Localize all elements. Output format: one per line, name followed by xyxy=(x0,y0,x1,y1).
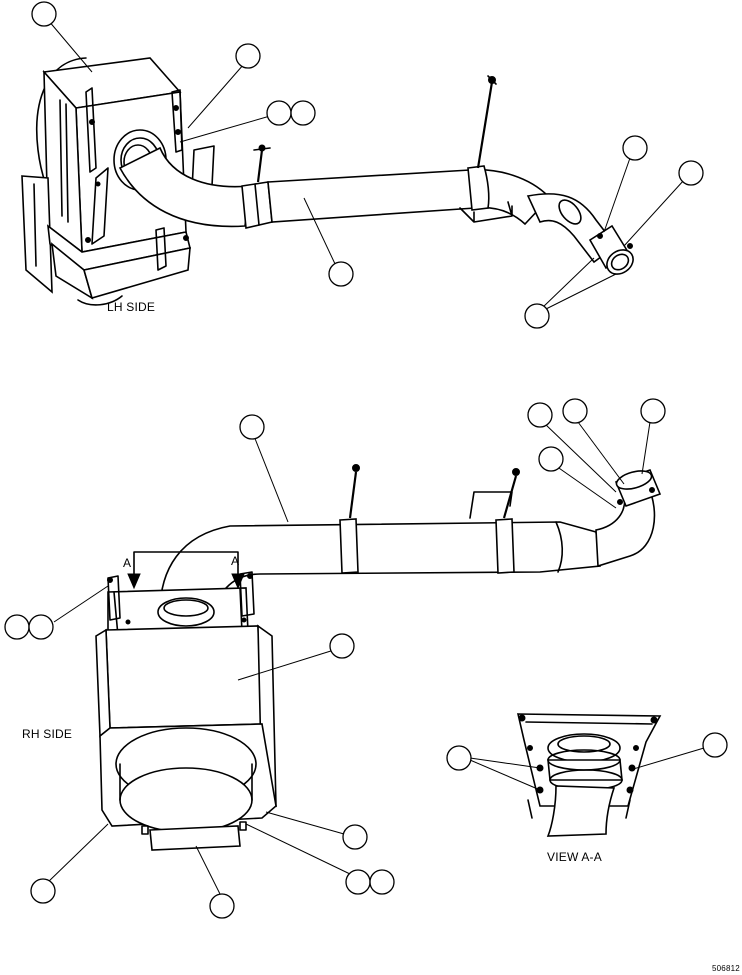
callout-balloon xyxy=(290,100,316,126)
rh-canister-top xyxy=(105,625,263,729)
lh-hanger-bracket xyxy=(459,201,513,223)
rh-callouts xyxy=(4,398,666,919)
callout-balloon xyxy=(28,614,54,640)
rh-support-clamp-left xyxy=(339,518,359,574)
callout-balloon xyxy=(622,135,648,161)
callout-balloon xyxy=(527,402,553,428)
section-outlet-pipe xyxy=(546,785,616,837)
lh-side-view xyxy=(21,57,634,306)
rh-support-clamp-right xyxy=(495,518,515,574)
callout-balloon xyxy=(538,446,564,472)
rh-bottom-shield xyxy=(149,825,241,851)
lh-lower-housing xyxy=(21,175,53,294)
callout-balloon xyxy=(31,1,57,27)
section-marker-right: A xyxy=(231,554,240,568)
rh-hanger-bracket xyxy=(469,491,513,519)
callout-balloon xyxy=(342,824,368,850)
lh-elbow-pipe xyxy=(118,146,251,228)
section-cut-line xyxy=(133,551,239,575)
callout-balloon xyxy=(328,261,354,287)
lh-straight-pipe xyxy=(267,168,550,226)
callout-balloon xyxy=(266,100,292,126)
callout-balloon xyxy=(345,869,371,895)
callout-balloon xyxy=(446,745,472,771)
callout-balloon xyxy=(678,160,704,186)
callout-balloon xyxy=(239,414,265,440)
rh-side-view xyxy=(95,464,662,851)
figure-id: 506812 xyxy=(712,964,740,973)
callout-balloon xyxy=(702,732,728,758)
lh-callouts xyxy=(31,1,704,329)
callout-balloon xyxy=(524,303,550,329)
callout-balloon xyxy=(209,893,235,919)
section-flange xyxy=(547,733,621,763)
rh-side-label: RH SIDE xyxy=(22,727,73,741)
lh-hanger-rod xyxy=(476,81,494,169)
section-view-a-a xyxy=(516,713,662,837)
callout-balloon xyxy=(329,633,355,659)
section-callouts xyxy=(446,732,728,791)
lh-support-clamp xyxy=(467,165,490,211)
section-marker-left: A xyxy=(123,556,132,570)
callout-balloon xyxy=(562,398,588,424)
callout-balloon xyxy=(30,878,56,904)
callout-balloon xyxy=(640,398,666,424)
callout-balloon xyxy=(235,43,261,69)
section-arrow-left xyxy=(127,573,141,590)
rh-inlet-flange xyxy=(157,597,215,627)
callout-balloon xyxy=(369,869,395,895)
lh-side-label: LH SIDE xyxy=(107,300,156,314)
callout-balloon xyxy=(4,614,30,640)
view-a-a-label: VIEW A-A xyxy=(547,850,602,864)
